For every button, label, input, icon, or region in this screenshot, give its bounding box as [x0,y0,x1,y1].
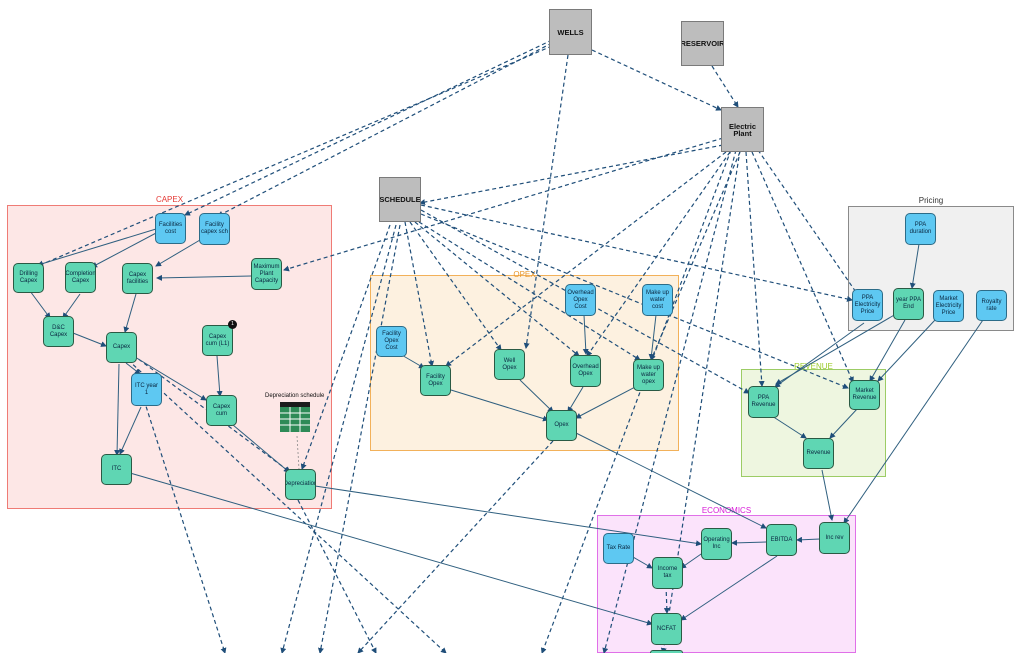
itc-node[interactable]: ITC [101,454,132,485]
capex-facilities-node[interactable]: Capex facilities [122,263,153,294]
wells-node[interactable]: WELLS [549,9,592,55]
capex-group: CAPEX [7,195,332,509]
market-electricity-price-node[interactable]: Market Electricity Price [933,290,964,322]
market-revenue-node[interactable]: Market Revenue [849,380,880,410]
edge-plant-schedule [419,144,724,206]
ncfat-node[interactable]: NCFAT [651,613,682,645]
edge-wells-facilities-cost [184,39,553,216]
capex-group-title: CAPEX [155,195,184,204]
schedule-node[interactable]: SCHEDULE [379,177,421,222]
facility-capex-sch-node[interactable]: Facility capex sch [199,213,230,245]
edge-opex-down [357,440,554,653]
edge-depreciation-down [297,499,377,653]
completion-capex-node[interactable]: Completion Capex [65,262,96,293]
ebitda-node[interactable]: EBITDA [766,524,797,556]
edge-plant-ppa-revenue [745,151,765,387]
drilling-capex-node[interactable]: Drilling Capex [13,263,44,293]
opex-group-title: OPEX [513,270,536,279]
depreciation-schedule-label: Depreciation schedule [265,393,325,399]
revenue-node[interactable]: Revenue [803,438,834,469]
electric-plant-node[interactable]: Electric Plant [721,107,764,152]
pricing-group-title: Pricing [918,196,944,205]
maximum-plant-capacity-node[interactable]: Maximum Plant Capacity [251,258,282,290]
capex-cum-l1-badge: 1 [228,320,237,329]
edge-plant-ppa-electricity-price [757,149,859,296]
inc-rev-node[interactable]: Inc rev [819,522,850,554]
facilities-cost-node[interactable]: Facilities cost [155,213,186,244]
economics-group-title: ECONOMICS [701,506,752,515]
dc-capex-node[interactable]: D&C Capex [43,316,74,347]
ppa-duration-node[interactable]: PPA duration [905,213,936,245]
reservoir-node[interactable]: RESERVOIR [681,21,724,66]
ppa-electricity-price-node[interactable]: PPA Electricity Price [852,289,883,321]
edge-reservoir-electric-plant [711,65,739,108]
facility-opex-cost-node[interactable]: Facility Opex Cost [376,326,407,357]
overhead-opex-node[interactable]: Overhead Opex [570,355,601,387]
opex-node[interactable]: Opex [546,410,577,441]
edge-plant-market-revenue [751,151,854,383]
operating-inc-node[interactable]: Operating Inc [701,528,732,560]
well-opex-node[interactable]: Well Opex [494,349,525,380]
year-ppa-end-node[interactable]: year PPA End [893,288,924,320]
table-icon[interactable] [280,402,310,432]
tax-rate-node[interactable]: Tax Rate [603,533,634,564]
make-up-water-cost-node[interactable]: Make up water cost [642,284,673,316]
facility-opex-node[interactable]: Facility Opex [420,365,451,396]
ppa-revenue-node[interactable]: PPA Revenue [748,386,779,418]
capex-cum-l1-node[interactable]: Capex cum (L1) [202,325,233,356]
depreciation-node[interactable]: Depreciation [285,469,316,500]
revenue-group-title: REVENUE [794,362,833,371]
make-up-water-opex-node[interactable]: Make up water opex [633,359,664,391]
itc-year-1-node[interactable]: ITC year 1 [131,373,162,406]
capex-node[interactable]: Capex [106,332,137,363]
capex-cum-node[interactable]: Capex cum [206,395,237,426]
royalty-rate-node[interactable]: Royalty rate [976,290,1007,321]
overhead-opex-cost-node[interactable]: Overhead Opex Cost [565,284,596,316]
income-tax-node[interactable]: Income tax [652,557,683,589]
edge-plant-maximum-capacity [283,137,724,272]
